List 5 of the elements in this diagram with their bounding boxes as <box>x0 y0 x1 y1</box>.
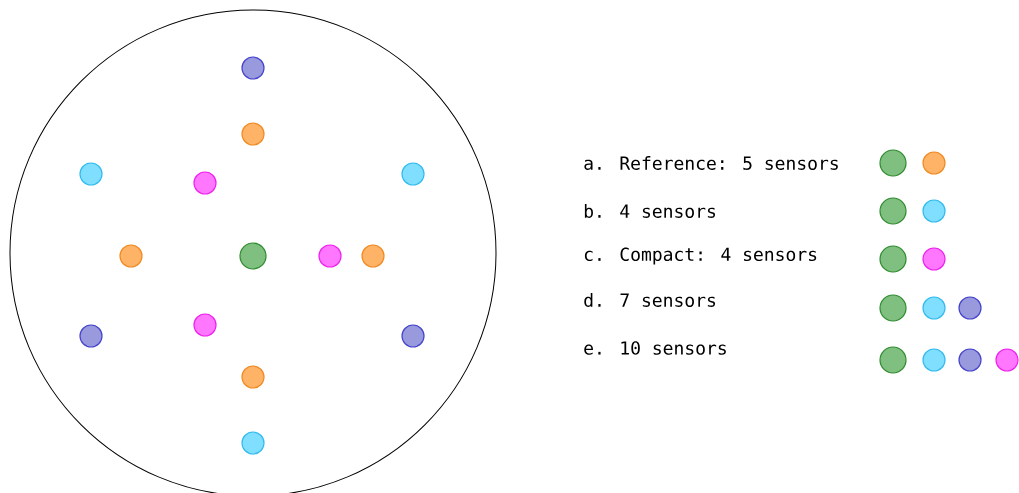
legend-text: a. Reference: 5 sensors <box>584 156 838 170</box>
legend-text: c. Compact: 4 sensors <box>584 247 817 265</box>
legend-text: d. 7 sensors <box>584 293 716 307</box>
legend-text: b. 4 sensors <box>584 204 716 218</box>
legend-text: e. 10 sensors <box>584 341 726 355</box>
